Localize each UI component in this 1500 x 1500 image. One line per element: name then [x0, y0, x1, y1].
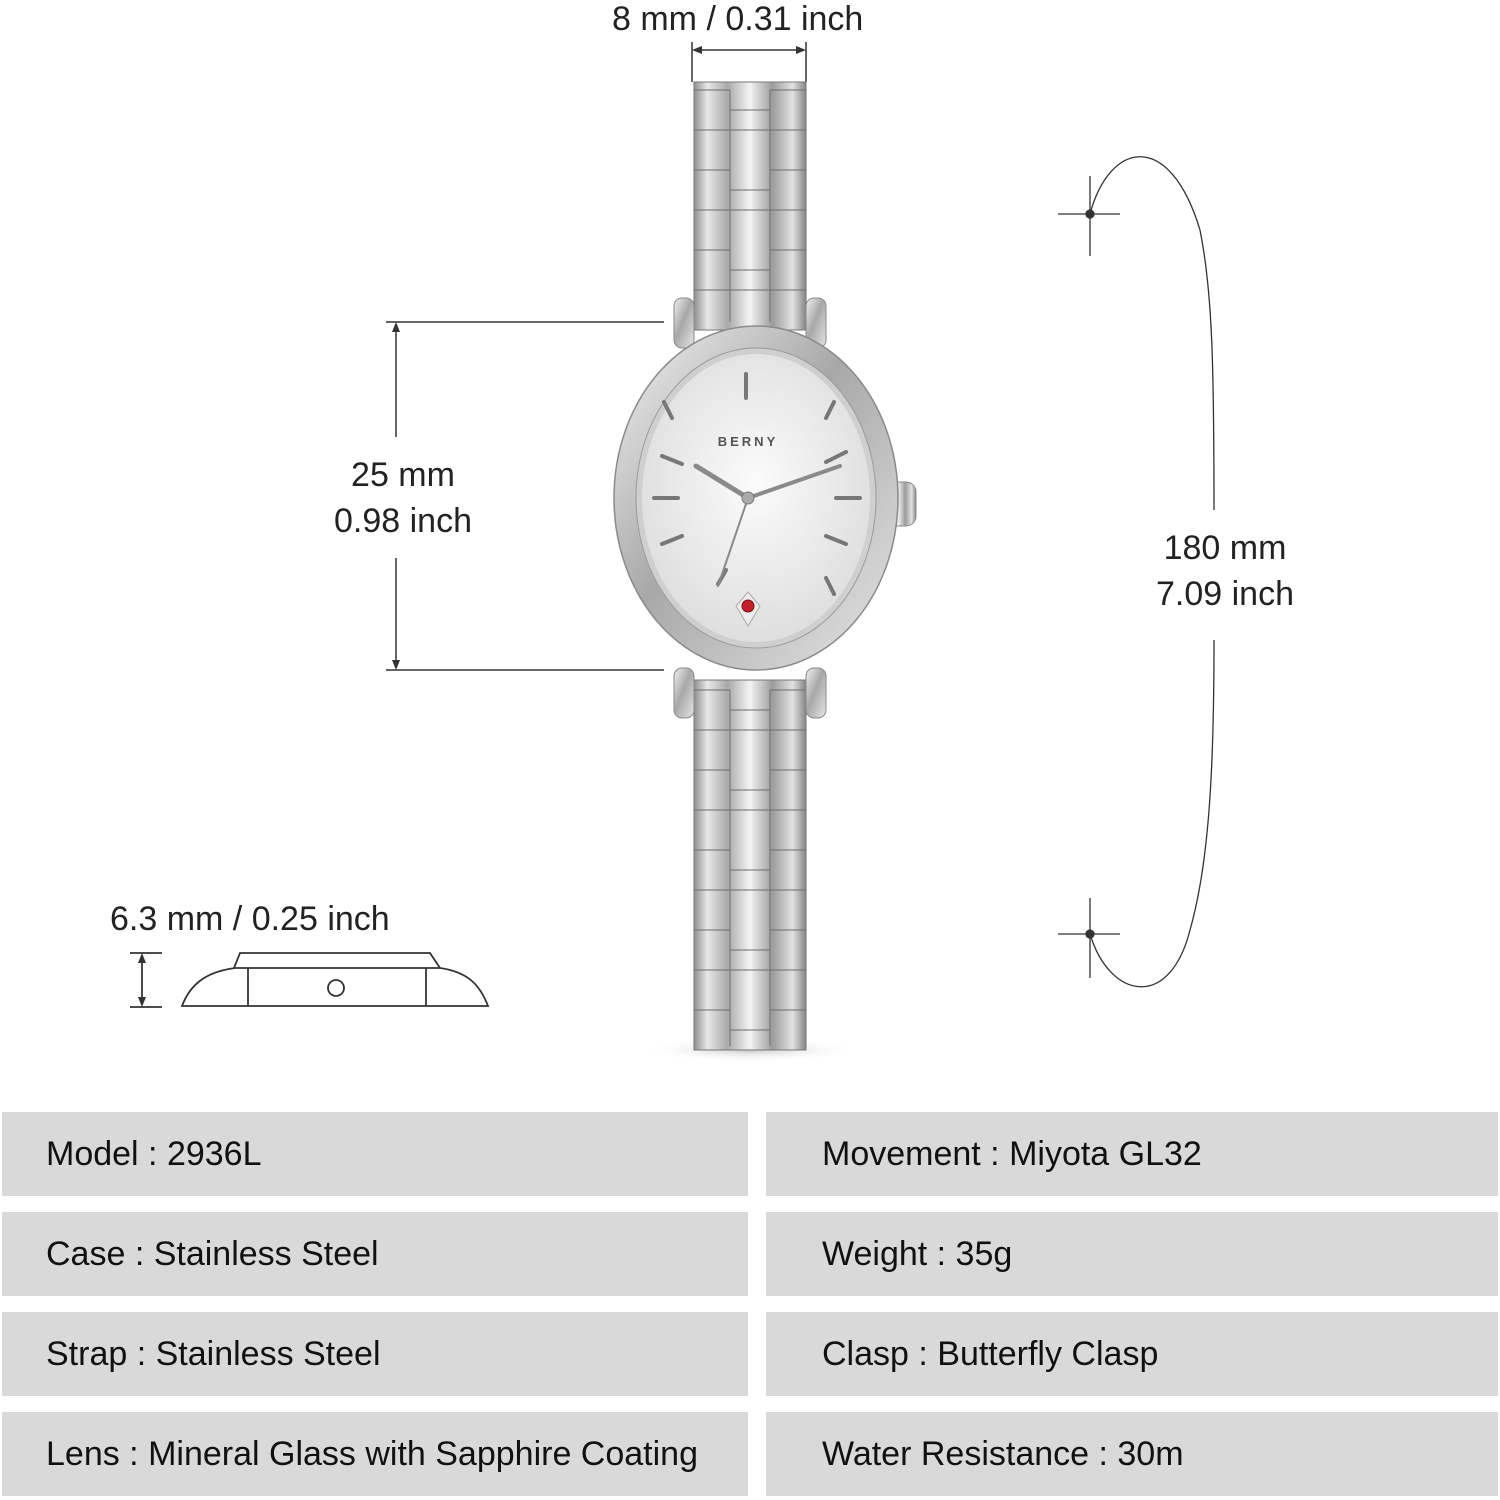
product-illustration: BERNY — [130, 42, 1215, 1062]
spec-movement: Movement : Miyota GL32 — [822, 1134, 1202, 1173]
spec-model: Model : 2936L — [46, 1134, 262, 1173]
strap-length-mm: 180 mm — [1163, 529, 1287, 567]
strap-length-inch: 7.09 inch — [1156, 575, 1294, 613]
spec-cell: Water Resistance : 30m — [766, 1412, 1498, 1496]
strap-length-label: 180 mm 7.09 inch — [1140, 531, 1310, 611]
case-height-inch: 0.98 inch — [334, 502, 472, 540]
spec-cell: Case : Stainless Steel — [2, 1212, 748, 1296]
strap-length-dimension — [1058, 156, 1215, 988]
spec-table: Model : 2936L Case : Stainless Steel Str… — [0, 1112, 1500, 1500]
spec-lens: Lens : Mineral Glass with Sapphire Coati… — [46, 1434, 698, 1473]
hour-markers — [652, 372, 862, 596]
spec-cell: Model : 2936L — [2, 1112, 748, 1196]
spec-cell: Clasp : Butterfly Clasp — [766, 1312, 1498, 1396]
spec-water-resistance: Water Resistance : 30m — [822, 1434, 1184, 1473]
case-height-dimension — [386, 321, 664, 671]
spec-clasp: Clasp : Butterfly Clasp — [822, 1334, 1159, 1373]
spec-case: Case : Stainless Steel — [46, 1234, 379, 1273]
strap-width-dimension — [691, 42, 807, 82]
spec-cell: Weight : 35g — [766, 1212, 1498, 1296]
spec-cell: Lens : Mineral Glass with Sapphire Coati… — [2, 1412, 748, 1496]
case-height-mm: 25 mm — [351, 456, 455, 494]
spec-cell: Strap : Stainless Steel — [2, 1312, 748, 1396]
thickness-profile — [130, 952, 490, 1008]
case-height-label: 25 mm 0.98 inch — [328, 458, 478, 538]
spec-strap: Strap : Stainless Steel — [46, 1334, 381, 1373]
strap-width-label: 8 mm / 0.31 inch — [612, 0, 864, 38]
thickness-label: 6.3 mm / 0.25 inch — [110, 900, 390, 938]
spec-weight: Weight : 35g — [822, 1234, 1013, 1273]
spec-cell: Movement : Miyota GL32 — [766, 1112, 1498, 1196]
dial-logo: BERNY — [718, 434, 779, 449]
gem-marker — [735, 591, 761, 627]
watch-dial — [642, 354, 870, 642]
lower-strap — [693, 679, 807, 1051]
upper-strap — [693, 81, 807, 331]
watch-hands — [693, 463, 842, 587]
